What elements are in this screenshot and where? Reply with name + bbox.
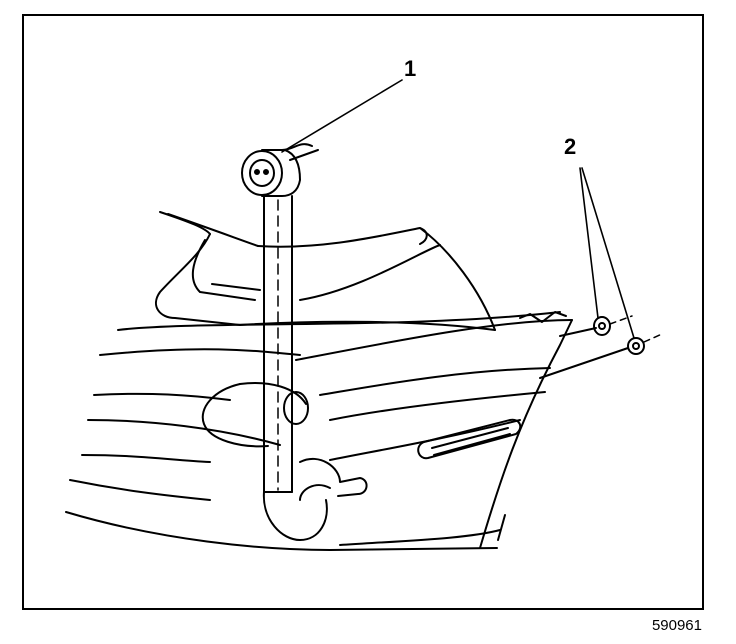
leader-lines [281, 79, 635, 339]
fog-lamp-opening [201, 382, 309, 448]
bumper-body [65, 311, 573, 551]
diagram-frame [22, 14, 704, 610]
figure-id: 590961 [651, 617, 702, 634]
side-marker-lamp [417, 418, 522, 460]
callout-2-label: 2 [564, 134, 577, 159]
lamp-bracket-strap [262, 195, 368, 541]
bulb-socket [241, 143, 319, 197]
fastener-nuts [539, 315, 663, 379]
upper-fascia-outline [155, 211, 496, 331]
callout-1-label: 1 [404, 56, 417, 81]
